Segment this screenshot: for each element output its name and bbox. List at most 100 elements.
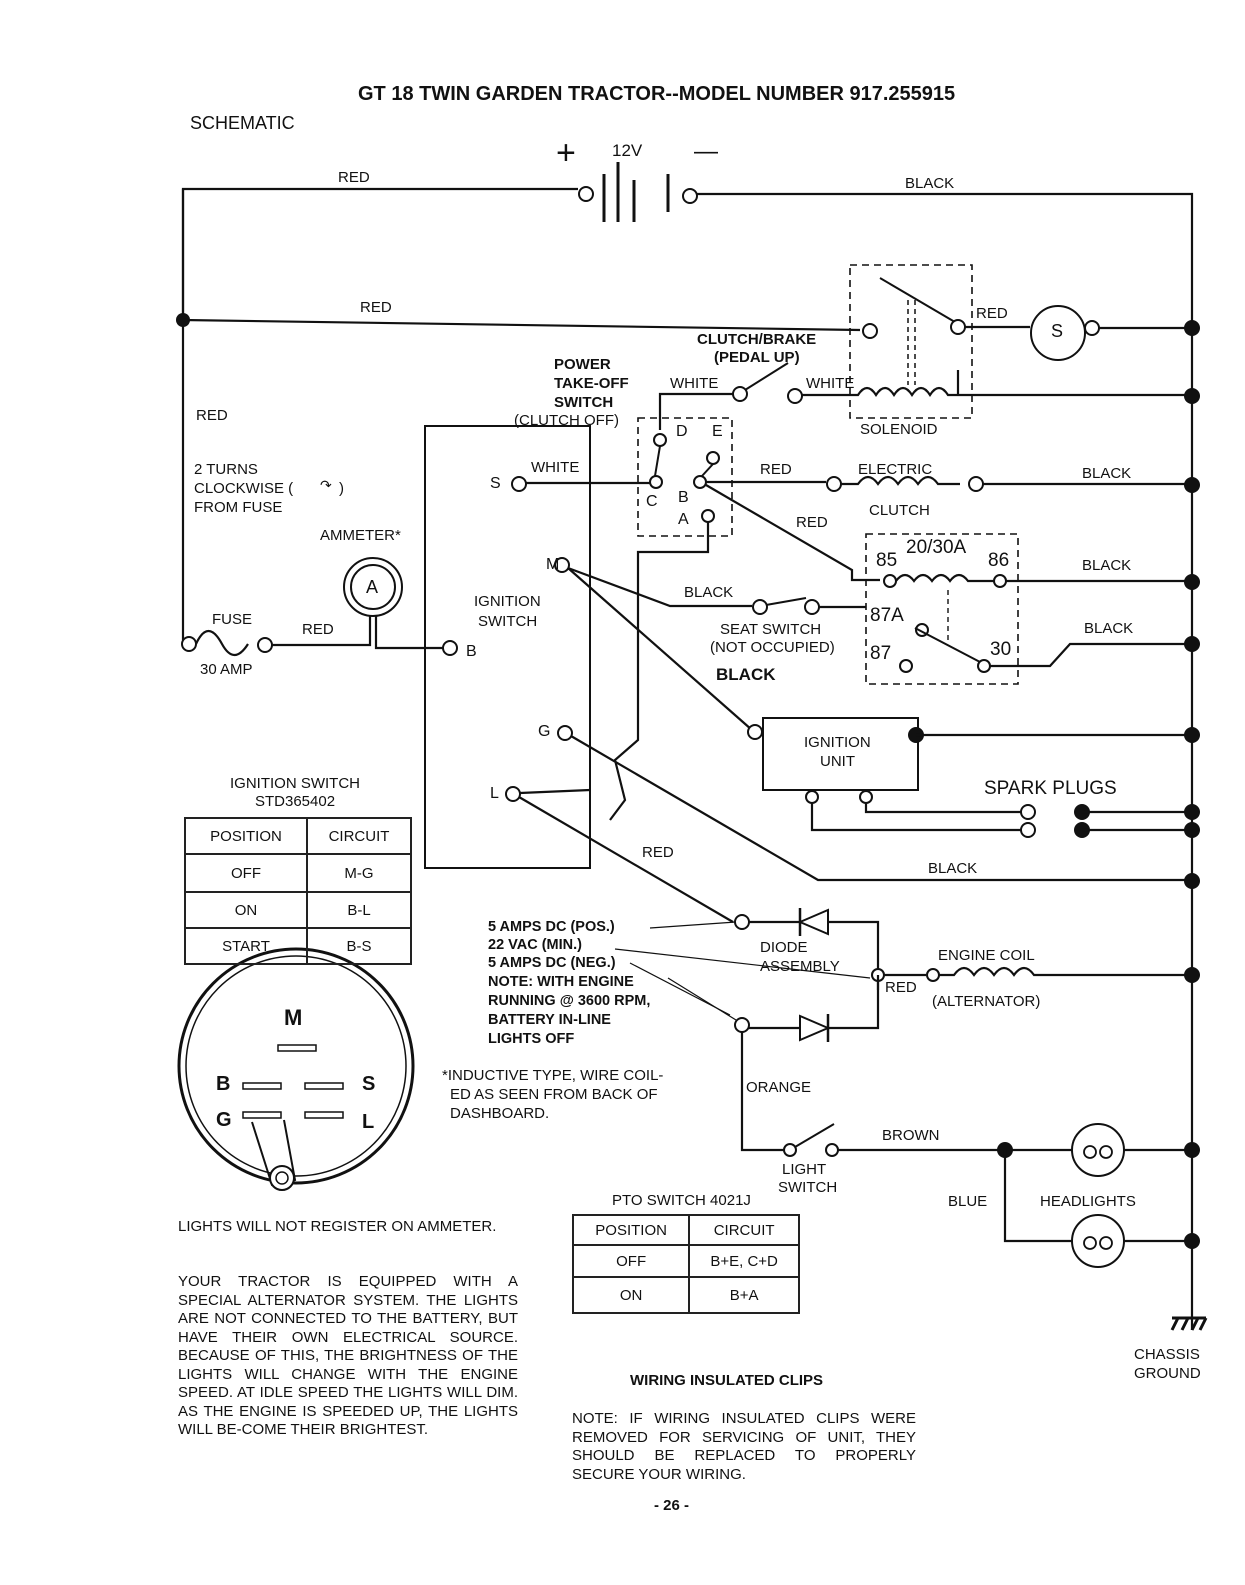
label-red-starter: RED: [976, 305, 1008, 322]
label-brown: BROWN: [882, 1127, 940, 1144]
diode-upper: [797, 908, 829, 936]
pto-label-4: (CLUTCH OFF): [514, 412, 619, 429]
measurement-note-7: LIGHTS OFF: [488, 1031, 575, 1047]
connector-l: L: [362, 1111, 375, 1133]
pto-terminal-d: D: [676, 423, 688, 440]
label-white-s: WHITE: [531, 459, 580, 476]
label-black-86: BLACK: [1082, 557, 1132, 574]
terminal-m: M: [546, 556, 560, 573]
ignition-unit-label-1: IGNITION: [804, 734, 871, 751]
page-title: GT 18 TWIN GARDEN TRACTOR--MODEL NUMBER …: [358, 83, 956, 105]
label-orange: ORANGE: [746, 1079, 812, 1096]
measurement-note-2: 22 VAC (MIN.): [488, 937, 582, 953]
pto-label-1: POWER: [554, 356, 611, 373]
label-black-bold: BLACK: [716, 665, 776, 684]
pto-terminal-c: C: [646, 493, 658, 510]
table-row: OFF: [571, 1244, 691, 1278]
relay-t87a: 87A: [870, 605, 904, 626]
inductive-note-1: *INDUCTIVE TYPE, WIRE COIL-: [442, 1067, 664, 1084]
ammeter-symbol: [343, 557, 403, 617]
label-white-clutch: WHITE: [806, 375, 855, 392]
ignition-connector-face: [177, 947, 415, 1185]
ammeter-label: AMMETER*: [320, 527, 401, 544]
label-red-fuse: RED: [302, 621, 334, 638]
fuse-rating: 30 AMP: [200, 661, 253, 678]
table-cell: B-L: [305, 891, 413, 929]
table-cell: B+E, C+D: [688, 1244, 800, 1278]
headlights-label: HEADLIGHTS: [1040, 1193, 1136, 1210]
battery-12v: [602, 162, 670, 222]
engine-coil-label-1: ENGINE COIL: [938, 947, 1035, 964]
label-black-clutch: BLACK: [1082, 465, 1132, 482]
turns-note-2a: CLOCKWISE (: [194, 480, 294, 497]
label-red-alt: RED: [885, 979, 917, 996]
battery-voltage: 12V: [612, 141, 643, 160]
chassis-ground-symbol: [1170, 1316, 1208, 1331]
wire-black-top: [697, 192, 1194, 1330]
label-blue: BLUE: [948, 1193, 988, 1210]
ignition-unit-box: [762, 717, 919, 791]
table-cell: M-G: [305, 853, 413, 893]
table-cell: B-S: [305, 927, 413, 965]
spark-plugs-label: SPARK PLUGS: [984, 778, 1117, 799]
headlight-upper: [1071, 1123, 1125, 1177]
relay-rating: 20/30A: [906, 537, 967, 558]
measurement-note-6: BATTERY IN-LINE: [488, 1012, 611, 1028]
engine-coil: [939, 966, 1192, 977]
solenoid-box: [849, 264, 973, 419]
measurement-note-4: NOTE: WITH ENGINE: [488, 974, 634, 990]
turns-note-3: FROM FUSE: [194, 499, 283, 516]
ignition-unit-label-2: UNIT: [820, 753, 855, 770]
connector-b: B: [216, 1073, 231, 1095]
light-switch-label-2: SWITCH: [778, 1179, 838, 1196]
pto-terminal-a: A: [678, 511, 689, 528]
pto-label-3: SWITCH: [554, 394, 614, 411]
relay-t87: 87: [870, 643, 892, 664]
lights-note: LIGHTS WILL NOT REGISTER ON AMMETER.: [178, 1218, 497, 1235]
alternator-note: YOUR TRACTOR IS EQUIPPED WITH A SPECIAL …: [178, 1273, 518, 1438]
relay-t85: 85: [876, 550, 898, 571]
pto-terminal-b: B: [678, 489, 689, 506]
fuse-symbol: [195, 629, 249, 657]
electric-clutch-label-2: CLUTCH: [869, 502, 930, 519]
relay-box: [865, 533, 1019, 685]
label-red-relay: RED: [796, 514, 828, 531]
solenoid-coil: [800, 370, 1192, 398]
inductive-note-3: DASHBOARD.: [450, 1105, 550, 1122]
solenoid-label: SOLENOID: [860, 421, 938, 438]
engine-coil-label-2: (ALTERNATOR): [932, 993, 1041, 1010]
headlight-lower: [1071, 1214, 1125, 1268]
clutch-brake-label-1: CLUTCH/BRAKE: [697, 331, 817, 348]
label-red-second: RED: [360, 299, 392, 316]
ammeter-symbol-label: A: [366, 577, 379, 597]
turns-note-2b: ): [339, 480, 344, 497]
connector-g: G: [216, 1109, 232, 1131]
table-row: OFF: [184, 853, 308, 893]
chassis-ground-label-2: GROUND: [1134, 1365, 1201, 1382]
page-number: - 26 -: [654, 1497, 690, 1514]
relay-t30: 30: [990, 639, 1012, 660]
ignition-table-header-circuit: CIRCUIT: [305, 817, 413, 855]
pto-table-header-circuit: CIRCUIT: [688, 1214, 800, 1246]
seat-switch-label-1: SEAT SWITCH: [720, 621, 822, 638]
starter-motor: [1030, 305, 1086, 361]
table-row: ON: [571, 1276, 691, 1314]
ignition-switch-label-2: SWITCH: [478, 613, 538, 630]
terminal-l: L: [490, 785, 499, 802]
label-red-clutch: RED: [760, 461, 792, 478]
measurement-note-1: 5 AMPS DC (POS.): [488, 919, 615, 935]
battery-plus: +: [556, 134, 576, 172]
label-red-left: RED: [196, 407, 228, 424]
diode-lower: [799, 1014, 831, 1042]
label-black-seat: BLACK: [684, 584, 734, 601]
terminal-s: S: [490, 475, 501, 492]
pto-switch-box: [637, 417, 733, 537]
electric-clutch-coil: [841, 475, 960, 486]
label-black-30: BLACK: [1084, 620, 1134, 637]
relay-t86: 86: [988, 550, 1010, 571]
connector-s: S: [362, 1073, 376, 1095]
wire-red-second: [182, 318, 861, 332]
